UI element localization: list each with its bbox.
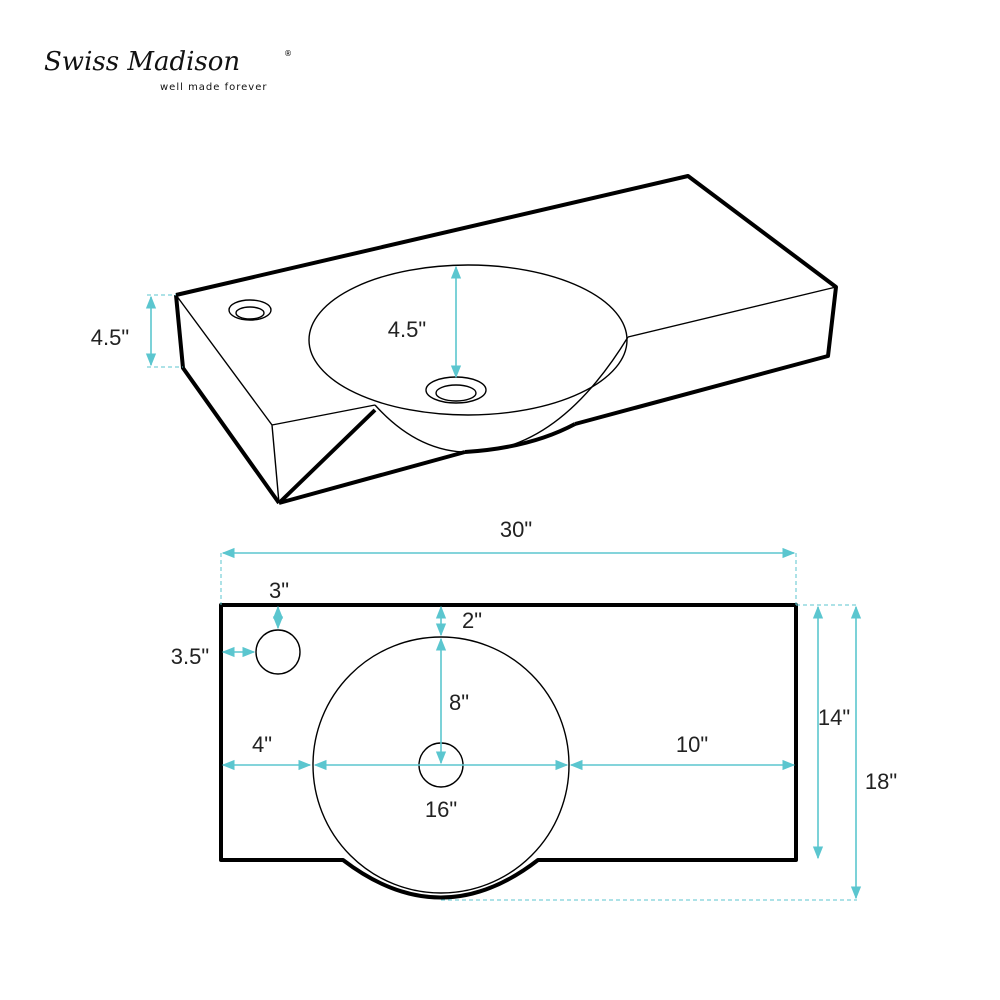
iso-left-edge bbox=[174, 294, 377, 505]
top-outline bbox=[219, 603, 798, 900]
iso-bowl-rim bbox=[308, 264, 628, 416]
bowl-top-label: 2" bbox=[462, 608, 482, 633]
bowl-radius-label: 8" bbox=[449, 690, 469, 715]
brand-logo: Swiss Madison well made forever ® bbox=[44, 47, 292, 93]
total-depth-label: 18" bbox=[865, 769, 897, 794]
brand-tagline: well made forever bbox=[160, 82, 267, 93]
iso-height-extension bbox=[147, 294, 183, 368]
iso-faucet-hole bbox=[228, 299, 272, 321]
brand-name: Swiss Madison bbox=[44, 47, 240, 77]
iso-bowl-underside bbox=[374, 336, 629, 453]
iso-drain-hole bbox=[425, 376, 487, 404]
bowl-diameter-label: 16" bbox=[425, 797, 457, 822]
iso-front-bottom bbox=[278, 450, 466, 505]
right-margin-label: 10" bbox=[676, 732, 708, 757]
iso-bowl-depth-label: 4.5" bbox=[388, 317, 426, 342]
iso-bowl-bottom bbox=[464, 422, 576, 454]
iso-faucet-hole-inner bbox=[235, 306, 265, 320]
iso-view: 4.5" 4.5" bbox=[91, 174, 838, 505]
depth-label: 14" bbox=[818, 705, 850, 730]
faucet-side-label: 3.5" bbox=[171, 644, 209, 669]
top-faucet-hole bbox=[255, 629, 301, 675]
iso-drain-hole-inner bbox=[435, 384, 477, 402]
iso-height-label: 4.5" bbox=[91, 325, 129, 350]
faucet-top-label: 3" bbox=[269, 578, 289, 603]
iso-outline bbox=[175, 174, 838, 426]
top-view: 30" 3" 3.5" 2" 8" 4" 16" 10" 14" 18" bbox=[171, 517, 897, 901]
top-bowl bbox=[312, 636, 570, 894]
left-margin-label: 4" bbox=[252, 732, 272, 757]
iso-edges bbox=[175, 286, 837, 504]
width-label: 30" bbox=[500, 517, 532, 542]
registered-mark: ® bbox=[284, 49, 292, 58]
